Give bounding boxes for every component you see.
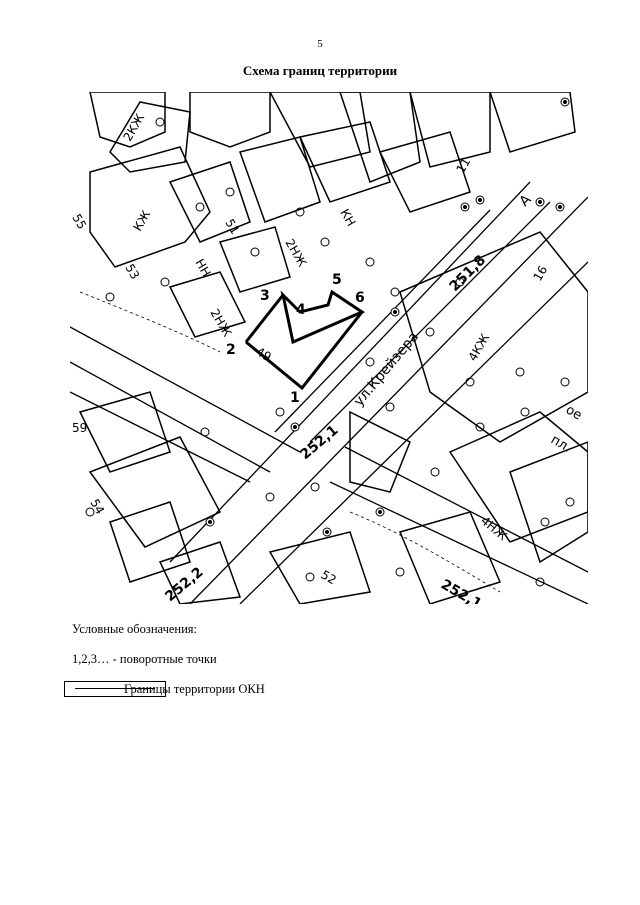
house-number: 49	[254, 344, 274, 364]
building-code: КЖ	[130, 208, 153, 234]
point-label: 1	[290, 390, 300, 406]
street-label: ул.Крейзера	[351, 329, 422, 410]
legend-boundary-description: Границы территории ОКН	[124, 682, 265, 696]
point-label: 5	[332, 272, 342, 288]
site-boundary-map: ул.Крейзера 251,8 252,1 252,2 252,1 11 1…	[70, 92, 588, 604]
house-number: 16	[530, 263, 550, 283]
house-number: 55	[70, 212, 89, 232]
point-label: 4	[296, 302, 306, 318]
legend-boundary-sample	[64, 681, 166, 697]
building-code: КН	[337, 207, 358, 229]
building-code: 4КЖ	[465, 331, 492, 363]
house-number: 59	[72, 421, 87, 435]
page-number: 5	[317, 38, 323, 50]
elevation-label: 252,1	[297, 422, 341, 463]
house-number: 53	[122, 262, 142, 282]
territory-boundary	[280, 289, 366, 345]
point-label: 3	[260, 288, 270, 304]
legend-heading: Условные обозначения:	[72, 622, 198, 636]
house-number: 51	[222, 217, 242, 237]
map-canvas: ул.Крейзера 251,8 252,1 252,2 252,1 11 1…	[70, 92, 588, 604]
point-label: 2	[226, 342, 236, 358]
page-title: Схема границ территории	[242, 63, 398, 78]
elevation-label: 251,8	[447, 252, 490, 295]
elevation-label: 252,2	[162, 564, 206, 604]
point-label: 6	[355, 290, 365, 306]
house-number: 52	[319, 567, 339, 587]
house-number: 11	[453, 155, 473, 175]
fragment-label: ое	[563, 402, 584, 423]
building-code: 2НЖ	[207, 307, 234, 340]
building-code: НН	[192, 257, 213, 280]
house-number: 54	[87, 497, 107, 517]
legend-points-description: 1,2,3… - поворотные точки	[72, 652, 217, 666]
